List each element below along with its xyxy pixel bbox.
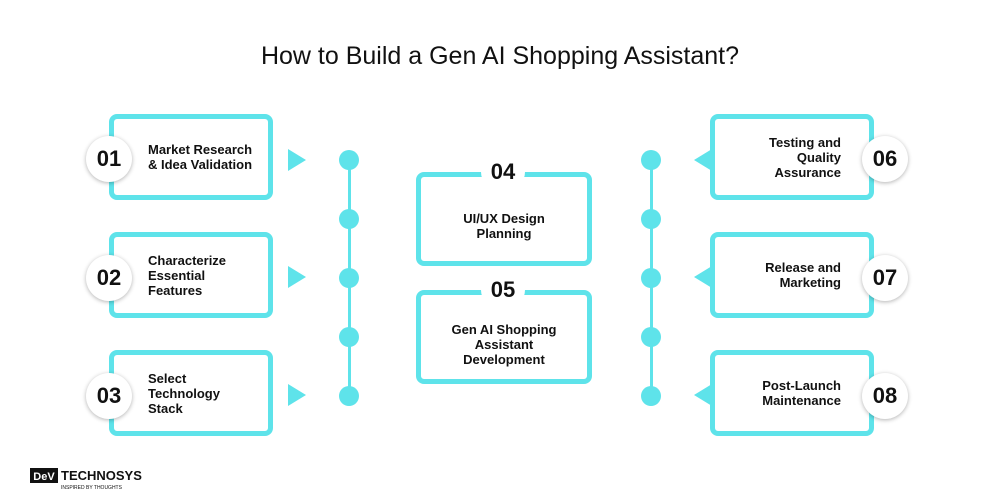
timeline-dot [641,327,661,347]
arrow-left-icon [694,384,712,406]
arrow-left-icon [694,266,712,288]
step-number-badge-05: 05 [481,272,525,308]
step-label-01: Market Research & Idea Validation [148,142,253,172]
step-number-badge-03: 03 [86,373,132,419]
step-number-badge-07: 07 [862,255,908,301]
arrow-left-icon [694,149,712,171]
timeline-dot [339,386,359,406]
step-label-03: Select Technology Stack [148,370,220,416]
step-number-badge-08: 08 [862,373,908,419]
logo-brand-text: TECHNOSYS [61,468,142,483]
step-box-07: Release and Marketing [710,232,874,318]
step-label-05: Gen AI Shopping Assistant Development [451,321,557,367]
timeline-dot [641,268,661,288]
step-label-06: Testing and Quality Assurance [769,134,841,180]
logo-dev-text: DeV [33,471,55,483]
step-box-06: Testing and Quality Assurance [710,114,874,200]
step-box-02: Characterize Essential Features [109,232,273,318]
page-title: How to Build a Gen AI Shopping Assistant… [260,42,740,70]
step-box-01: Market Research & Idea Validation [109,114,273,200]
step-number-badge-01: 01 [86,136,132,182]
timeline-dot [641,386,661,406]
timeline-dot [641,150,661,170]
step-box-03: Select Technology Stack [109,350,273,436]
timeline-dot [339,268,359,288]
arrow-right-icon [288,384,306,406]
step-box-08: Post-Launch Maintenance [710,350,874,436]
step-label-08: Post-Launch Maintenance [762,378,841,408]
logo-tagline: INSPIRED BY THOUGHTS [61,485,123,491]
step-number-badge-06: 06 [862,136,908,182]
step-box-04: UI/UX Design Planning [416,172,592,266]
step-number-badge-02: 02 [86,255,132,301]
step-label-07: Release and Marketing [765,260,841,290]
timeline-dot [339,209,359,229]
timeline-dot [641,209,661,229]
devtechnosys-logo: DeV TECHNOSYS INSPIRED BY THOUGHTS [30,468,142,491]
arrow-right-icon [288,149,306,171]
step-label-02: Characterize Essential Features [148,252,227,298]
timeline-dot [339,327,359,347]
step-label-04: UI/UX Design Planning [463,211,545,241]
step-number-badge-04: 04 [481,154,525,190]
timeline-dot [339,150,359,170]
arrow-right-icon [288,266,306,288]
